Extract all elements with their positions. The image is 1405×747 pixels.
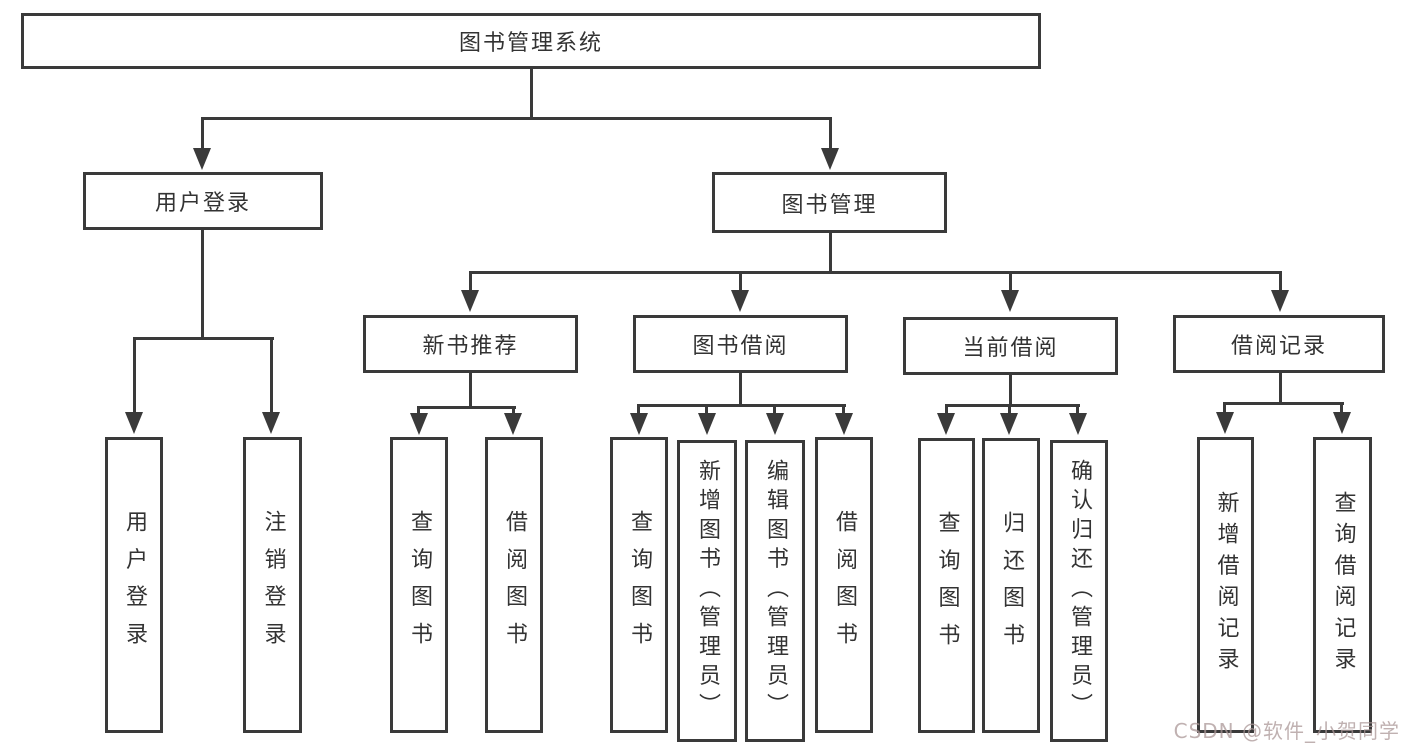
leaf-records-query-label: 查询借阅记录 bbox=[1330, 491, 1356, 679]
connector-records-leaf1-stem bbox=[1223, 402, 1226, 414]
arrowhead-borrow-leaf4 bbox=[835, 413, 853, 435]
connector-root-stem bbox=[530, 69, 533, 119]
connector-current-hline bbox=[945, 404, 1080, 407]
leaf-user-login-label: 用户登录 bbox=[122, 510, 147, 660]
leaf-logout: 注销登录 bbox=[243, 437, 302, 733]
leaf-borrow-edit-admin: 编辑图书（管理员） bbox=[745, 440, 805, 742]
leaf-current-return-label: 归还图书 bbox=[999, 510, 1024, 661]
leaf-newbook-borrow: 借阅图书 bbox=[485, 437, 543, 733]
connector-current-leaf2-stem bbox=[1008, 404, 1011, 415]
connector-borrow-leaf3-stem bbox=[773, 404, 776, 415]
arrowhead-borrow-leaf2 bbox=[698, 413, 716, 435]
connector-borrow-leaf1-stem bbox=[637, 404, 640, 415]
connector-userlogin-drop bbox=[201, 230, 204, 340]
connector-borrow-leaf4-stem bbox=[842, 404, 845, 415]
arrowhead-records bbox=[1271, 290, 1289, 312]
leaf-newbook-query-label: 查询图书 bbox=[407, 510, 432, 660]
connector-current-leaf3-stem bbox=[1076, 404, 1079, 415]
leaf-current-return: 归还图书 bbox=[982, 438, 1040, 733]
node-book-management-label: 图书管理 bbox=[781, 192, 878, 218]
leaf-current-query-label: 查询图书 bbox=[934, 510, 960, 661]
leaf-borrow-borrow-label: 借阅图书 bbox=[832, 510, 857, 660]
connector-current-stem bbox=[1009, 271, 1012, 291]
arrowhead-leaf-login bbox=[125, 412, 143, 434]
connector-bookmgmt-stem bbox=[829, 117, 832, 151]
node-root-label: 图书管理系统 bbox=[458, 31, 603, 56]
arrowhead-current-leaf3 bbox=[1069, 413, 1087, 435]
arrowhead-leaf-logout bbox=[262, 412, 280, 434]
leaf-current-confirm-admin-label: 确认归还（管理员） bbox=[1067, 459, 1092, 723]
leaf-logout-label: 注销登录 bbox=[260, 510, 286, 660]
leaf-borrow-borrow: 借阅图书 bbox=[815, 437, 873, 733]
connector-borrow-stem bbox=[739, 271, 742, 291]
connector-newbook-leaf2-stem bbox=[512, 406, 515, 416]
csdn-watermark: CSDN @软件_小贺同学 bbox=[1173, 719, 1400, 743]
leaf-records-add: 新增借阅记录 bbox=[1197, 437, 1254, 733]
arrowhead-records-leaf2 bbox=[1333, 412, 1351, 434]
connector-borrow-hline bbox=[637, 404, 846, 407]
leaf-records-add-label: 新增借阅记录 bbox=[1213, 491, 1239, 679]
node-book-borrow-label: 图书借阅 bbox=[692, 334, 789, 359]
node-new-book-recommend-label: 新书推荐 bbox=[422, 334, 519, 359]
connector-leaf-login-stem bbox=[133, 337, 136, 415]
leaf-borrow-query: 查询图书 bbox=[610, 437, 668, 733]
leaf-records-query: 查询借阅记录 bbox=[1313, 437, 1372, 733]
leaf-borrow-edit-admin-label: 编辑图书（管理员） bbox=[763, 459, 788, 723]
connector-userlogin-hline bbox=[133, 337, 274, 340]
arrowhead-current-leaf1 bbox=[937, 413, 955, 435]
connector-borrow-drop bbox=[739, 373, 742, 407]
leaf-current-confirm-admin: 确认归还（管理员） bbox=[1050, 440, 1108, 742]
arrowhead-bookmgmt bbox=[821, 148, 839, 170]
leaf-borrow-add-admin: 新增图书（管理员） bbox=[677, 440, 737, 742]
node-book-management: 图书管理 bbox=[712, 172, 947, 233]
connector-records-hline bbox=[1223, 402, 1344, 405]
connector-newbook-leaf1-stem bbox=[417, 406, 420, 416]
arrowhead-newbook-leaf1 bbox=[410, 413, 428, 435]
node-current-borrow-label: 当前借阅 bbox=[962, 336, 1059, 361]
connector-current-leaf1-stem bbox=[945, 404, 948, 415]
connector-newbook-stem bbox=[469, 271, 472, 291]
connector-level1-hline bbox=[201, 117, 832, 120]
connector-newbook-drop bbox=[469, 373, 472, 409]
arrowhead-current bbox=[1001, 290, 1019, 312]
arrowhead-borrow bbox=[731, 290, 749, 312]
connector-newbook-hline bbox=[417, 406, 516, 409]
connector-userlogin-stem bbox=[201, 117, 204, 151]
leaf-borrow-query-label: 查询图书 bbox=[627, 510, 652, 660]
connector-borrow-leaf2-stem bbox=[705, 404, 708, 415]
node-book-borrow: 图书借阅 bbox=[633, 315, 848, 373]
connector-current-drop bbox=[1009, 375, 1012, 407]
connector-leaf-logout-stem bbox=[270, 337, 273, 415]
leaf-newbook-query: 查询图书 bbox=[390, 437, 448, 733]
arrowhead-userlogin bbox=[193, 148, 211, 170]
connector-records-drop bbox=[1279, 373, 1282, 405]
arrowhead-records-leaf1 bbox=[1216, 412, 1234, 434]
connector-level2-hline bbox=[469, 271, 1282, 274]
connector-records-stem bbox=[1279, 271, 1282, 291]
node-user-login: 用户登录 bbox=[83, 172, 323, 230]
arrowhead-current-leaf2 bbox=[1000, 413, 1018, 435]
leaf-newbook-borrow-label: 借阅图书 bbox=[502, 510, 527, 660]
leaf-user-login: 用户登录 bbox=[105, 437, 163, 733]
arrowhead-newbook-leaf2 bbox=[504, 413, 522, 435]
node-root: 图书管理系统 bbox=[21, 13, 1041, 69]
connector-bookmgmt-drop bbox=[829, 233, 832, 273]
node-new-book-recommend: 新书推荐 bbox=[363, 315, 578, 373]
leaf-current-query: 查询图书 bbox=[918, 438, 975, 733]
node-user-login-label: 用户登录 bbox=[154, 191, 251, 216]
node-borrow-records: 借阅记录 bbox=[1173, 315, 1385, 373]
leaf-borrow-add-admin-label: 新增图书（管理员） bbox=[695, 459, 720, 723]
connector-records-leaf2-stem bbox=[1340, 402, 1343, 414]
arrowhead-newbook bbox=[461, 290, 479, 312]
node-borrow-records-label: 借阅记录 bbox=[1230, 334, 1327, 359]
arrowhead-borrow-leaf1 bbox=[630, 413, 648, 435]
node-current-borrow: 当前借阅 bbox=[903, 317, 1118, 375]
arrowhead-borrow-leaf3 bbox=[766, 413, 784, 435]
